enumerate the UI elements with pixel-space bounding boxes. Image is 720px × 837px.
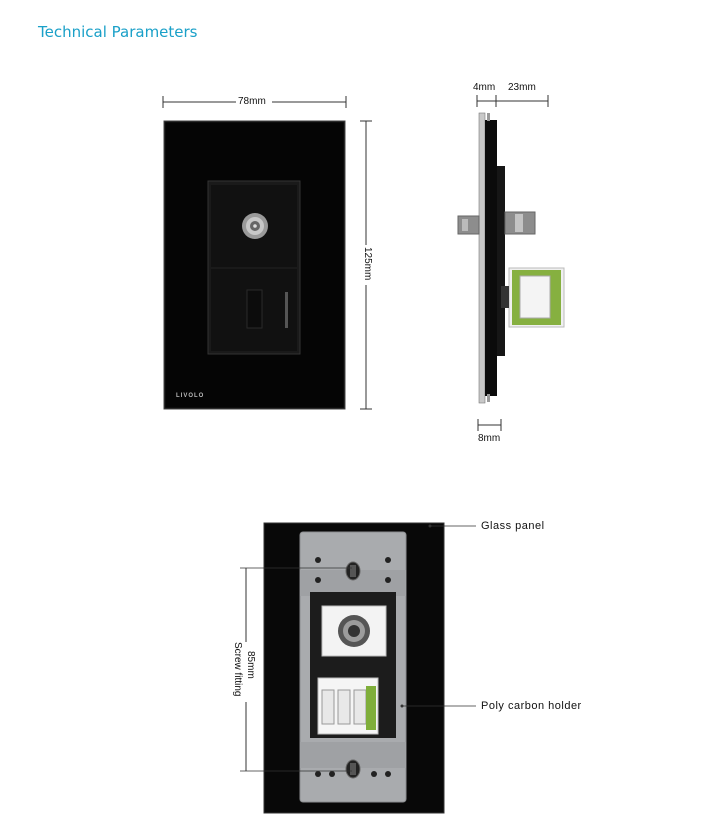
height-label: 125mm — [362, 247, 373, 281]
page-title: Technical Parameters — [38, 23, 198, 41]
back-view — [240, 522, 476, 814]
depth-label: 23mm — [508, 82, 536, 93]
front-view — [162, 95, 373, 410]
brand-logo: LIVOLO — [176, 393, 205, 399]
side-glass-edge — [478, 112, 486, 404]
screw-distance-label: 85mm — [245, 651, 256, 679]
screw-fitting-label: Screw fitting — [232, 642, 243, 697]
thickness-label: 4mm — [473, 82, 496, 93]
poly-carbon-holder-label: Poly carbon holder — [481, 700, 582, 712]
glass-panel-label: Glass panel — [481, 520, 545, 532]
side-body — [485, 120, 497, 396]
rj45-port — [246, 289, 263, 329]
back-coax-plate — [321, 605, 387, 657]
bottom-thickness-label: 8mm — [478, 433, 501, 444]
side-coax-front — [457, 215, 480, 235]
width-label: 78mm — [238, 96, 266, 107]
side-view — [457, 95, 565, 431]
